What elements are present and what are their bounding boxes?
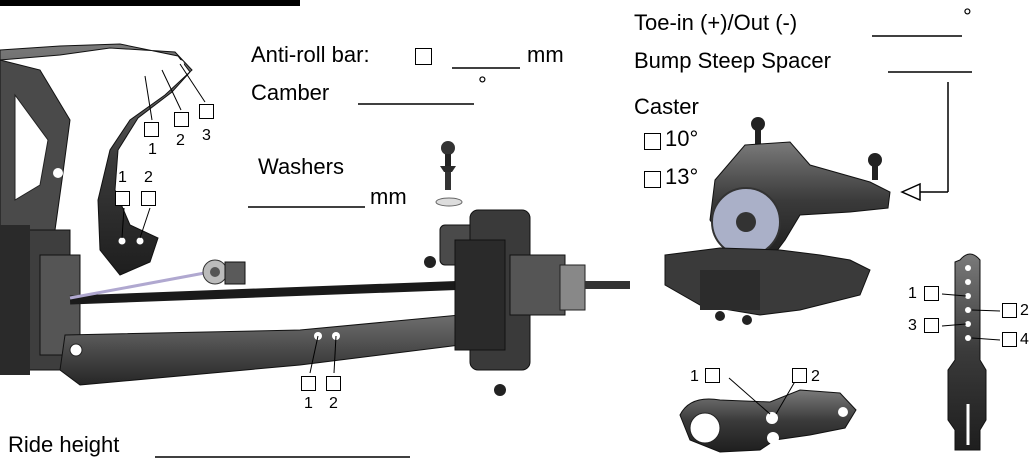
post-1-checkbox[interactable] <box>924 286 939 301</box>
post-2-number: 2 <box>1020 302 1029 319</box>
caster-label: Caster <box>634 94 699 119</box>
steering-link-plate <box>679 377 857 453</box>
tower-hole-1-number: 1 <box>148 141 157 158</box>
lower-arm <box>59 314 496 386</box>
camber-unit: ° <box>478 72 487 97</box>
tower-hole-3-checkbox[interactable] <box>199 104 214 119</box>
steering-knuckle <box>664 117 891 325</box>
upper-mount-1-checkbox[interactable] <box>115 191 130 206</box>
upper-mount-2-checkbox[interactable] <box>141 191 156 206</box>
caster-13-label: 13° <box>665 164 699 189</box>
arm-hole-1-checkbox[interactable] <box>301 376 316 391</box>
tower-hole-1-checkbox[interactable] <box>144 122 159 137</box>
link-1-checkbox[interactable] <box>705 368 720 383</box>
arm-hole-2-checkbox[interactable] <box>326 376 341 391</box>
shock-body <box>947 253 987 451</box>
link-2-number: 2 <box>811 368 820 385</box>
post-3-number: 3 <box>908 317 917 334</box>
post-2-checkbox[interactable] <box>1002 303 1017 318</box>
bump-steer-label: Bump Steep Spacer <box>634 48 831 73</box>
anti-roll-bar-checkbox[interactable] <box>415 48 432 65</box>
arm-hole-2-number: 2 <box>329 395 338 412</box>
washers-unit: mm <box>370 184 407 209</box>
hub-carrier <box>424 209 630 396</box>
anti-roll-bar-label: Anti-roll bar: <box>251 42 370 67</box>
anti-roll-unit: mm <box>527 42 564 67</box>
tower-hole-2-number: 2 <box>176 132 185 149</box>
post-4-number: 4 <box>1020 331 1029 348</box>
header-bar <box>0 0 300 6</box>
toe-label: Toe-in (+)/Out (-) <box>634 10 798 35</box>
washers-label: Washers <box>258 154 344 179</box>
toe-unit: ° <box>963 4 972 29</box>
post-4-checkbox[interactable] <box>1002 332 1017 347</box>
upper-mount-2-number: 2 <box>144 169 153 186</box>
upper-link <box>69 259 471 305</box>
post-3-checkbox[interactable] <box>924 318 939 333</box>
ride-height-label: Ride height <box>8 432 120 457</box>
tower-hole-3-number: 3 <box>202 127 211 144</box>
caster-13-checkbox[interactable] <box>644 171 661 188</box>
caster-10-checkbox[interactable] <box>644 133 661 150</box>
arm-hole-1-number: 1 <box>304 395 313 412</box>
caster-10-label: 10° <box>665 126 699 151</box>
upper-mount-1-number: 1 <box>118 169 127 186</box>
link-2-checkbox[interactable] <box>792 368 807 383</box>
chassis-block <box>0 225 81 375</box>
bump-steer-arrow <box>900 82 949 202</box>
post-1-number: 1 <box>908 285 917 302</box>
camber-label: Camber <box>251 80 330 105</box>
tower-leader-lines <box>121 63 206 239</box>
tower-hole-2-checkbox[interactable] <box>174 112 189 127</box>
blank-lines <box>155 35 972 458</box>
ball-stud <box>435 141 463 207</box>
link-1-number: 1 <box>690 368 699 385</box>
